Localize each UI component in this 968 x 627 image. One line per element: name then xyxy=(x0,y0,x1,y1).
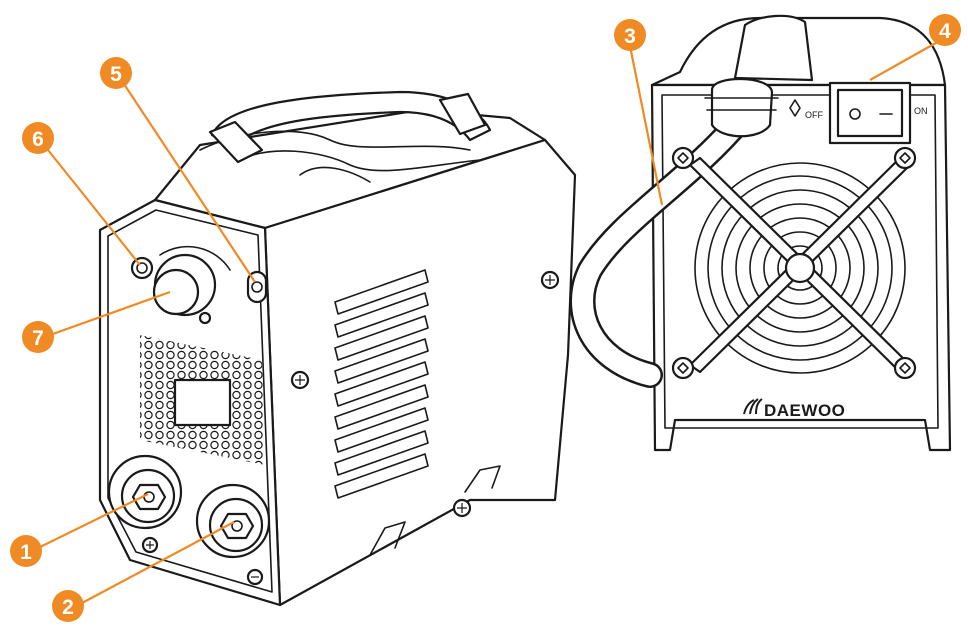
fan-screws xyxy=(671,146,917,380)
svg-text:6: 6 xyxy=(32,128,44,151)
svg-text:2: 2 xyxy=(62,596,74,619)
switch-off-label: OFF xyxy=(805,110,823,120)
power-indicator-light xyxy=(130,256,154,280)
svg-text:5: 5 xyxy=(110,63,122,86)
svg-text:1: 1 xyxy=(20,541,32,564)
power-switch: OFF ON xyxy=(789,81,928,145)
terminal-negative xyxy=(195,483,271,586)
side-screws xyxy=(290,270,560,518)
svg-text:7: 7 xyxy=(32,327,44,350)
foot-left xyxy=(369,521,406,556)
front-bezel xyxy=(107,209,273,593)
svg-text:4: 4 xyxy=(939,20,951,43)
callout-6: 6 xyxy=(22,122,54,154)
brand-name: DAEWOO xyxy=(764,401,845,420)
terminal-positive xyxy=(107,454,183,554)
callout-3: 3 xyxy=(614,19,646,51)
front-display xyxy=(173,378,232,427)
current-adjust-knob xyxy=(152,245,231,325)
callout-2: 2 xyxy=(52,590,84,622)
brand-logo: DAEWOO xyxy=(743,398,845,420)
carry-handle xyxy=(199,90,492,183)
svg-text:3: 3 xyxy=(624,25,636,48)
callout-4: 4 xyxy=(929,14,961,46)
cooling-fan xyxy=(688,156,912,374)
callout-1: 1 xyxy=(10,535,42,567)
rear-handle xyxy=(733,14,814,82)
callout-7: 7 xyxy=(22,321,54,353)
front-view-unit xyxy=(98,90,577,607)
foot-right xyxy=(464,465,501,493)
side-face xyxy=(263,138,577,607)
side-vents xyxy=(334,269,429,499)
callout-5: 5 xyxy=(100,57,132,89)
rear-view-unit: OFF ON DAEWOO xyxy=(569,14,952,452)
switch-on-label: ON xyxy=(914,106,928,116)
